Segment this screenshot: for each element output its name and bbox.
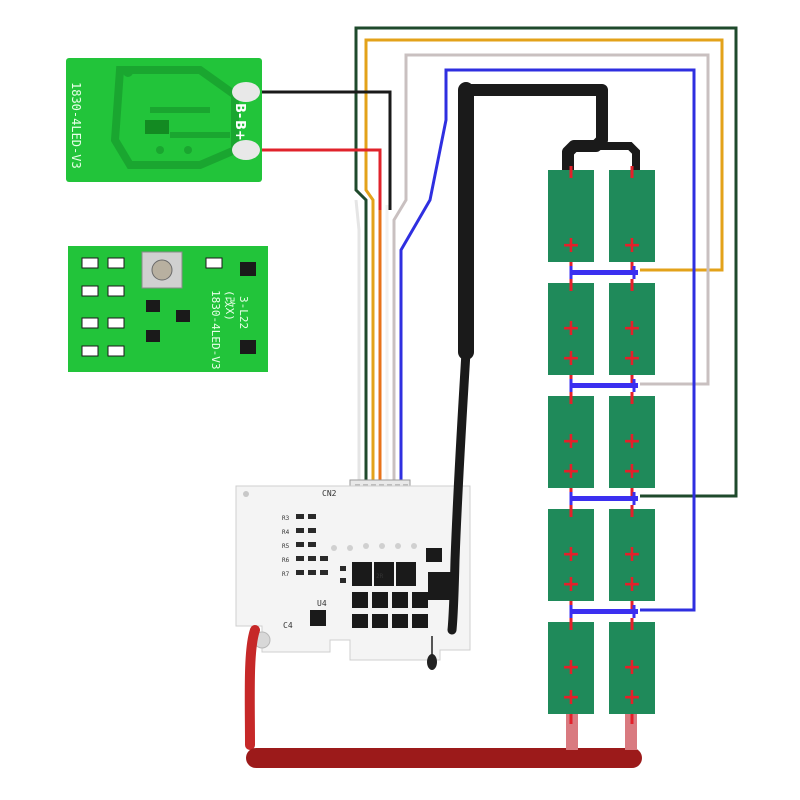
cell-bottom-terminal	[630, 262, 634, 272]
battery-cell	[609, 509, 655, 601]
cell-plus-marker: +	[562, 542, 580, 567]
battery-cell	[609, 622, 655, 714]
cell-plus-marker: +	[623, 233, 641, 258]
cell-plus-marker: +	[623, 429, 641, 454]
cell-top-terminal	[630, 279, 634, 291]
cell-top-terminal	[630, 392, 634, 404]
busbar-tab	[569, 379, 573, 392]
cell-plus-marker: +	[623, 685, 641, 710]
busbar-tab	[569, 605, 573, 618]
cell-plus-marker: +	[562, 346, 580, 371]
cell-top-terminal	[630, 618, 634, 630]
battery-cell	[548, 509, 594, 601]
busbar-tab	[632, 379, 636, 392]
main-negative-bar	[246, 708, 642, 768]
busbar-tab	[632, 266, 636, 279]
led-bottom-label-1: 1830-4LED-V3	[209, 290, 222, 369]
svg-text:R5: R5	[282, 543, 290, 550]
battery-cell	[609, 283, 655, 375]
cell-plus-marker: +	[623, 316, 641, 341]
battery-cell	[548, 283, 594, 375]
wire-dark-green	[354, 26, 738, 520]
battery-cell	[548, 622, 594, 714]
svg-text:R6: R6	[282, 557, 290, 564]
cell-plus-marker: +	[623, 346, 641, 371]
led-bottom-label-2: (改X)	[223, 290, 237, 321]
bms-c4-label: C4	[283, 621, 293, 630]
busbar-tab	[569, 492, 573, 505]
cell-bottom-terminal	[630, 488, 634, 498]
led-board-top: 1830-4LED-V3 B- B+	[66, 58, 262, 182]
busbar-tab	[569, 266, 573, 279]
svg-text:R3: R3	[282, 515, 290, 522]
cell-plus-marker: +	[623, 655, 641, 680]
cell-bottom-terminal	[569, 714, 573, 724]
cell-top-terminal	[630, 166, 634, 178]
cell-plus-marker: +	[623, 459, 641, 484]
main-black-wire	[447, 82, 640, 635]
cell-plus-marker: +	[562, 685, 580, 710]
wire-gray	[392, 53, 710, 520]
series-busbar	[570, 496, 638, 501]
led-board-bottom: 1830-4LED-V3 (改X) 3-L22	[68, 246, 268, 372]
cell-plus-marker: +	[623, 542, 641, 567]
cell-plus-marker: +	[562, 655, 580, 680]
cell-top-terminal	[569, 279, 573, 291]
led-bottom-label-3: 3-L22	[237, 296, 250, 329]
busbar-tab	[632, 492, 636, 505]
cell-plus-marker: +	[562, 572, 580, 597]
bms-board: CN2 U4 C4 R3 R4 R5 R6 R7	[235, 485, 471, 670]
bms-u4-label: U4	[317, 599, 327, 608]
cell-bottom-terminal	[630, 601, 634, 611]
balance-wires	[260, 26, 738, 612]
svg-text:R7: R7	[282, 571, 290, 578]
cell-bottom-terminal	[630, 375, 634, 385]
cell-top-terminal	[569, 505, 573, 517]
cell-top-terminal	[569, 166, 573, 178]
battery-cell	[609, 396, 655, 488]
bms-cap-label: 2R	[376, 573, 384, 580]
cell-top-terminal	[630, 505, 634, 517]
svg-text:R4: R4	[282, 529, 290, 536]
cell-top-terminal	[569, 392, 573, 404]
series-busbar	[570, 270, 638, 275]
cell-plus-marker: +	[623, 572, 641, 597]
cell-plus-marker: +	[562, 429, 580, 454]
wire-white-b	[354, 199, 361, 520]
wire-red-led	[260, 148, 382, 210]
busbar-tab	[632, 605, 636, 618]
pad-b-plus: B+	[232, 120, 247, 141]
cell-plus-marker: +	[562, 233, 580, 258]
bms-connector-label: CN2	[322, 489, 337, 498]
wire-black-led	[262, 90, 392, 210]
battery-cell	[609, 170, 655, 262]
cell-plus-marker: +	[562, 316, 580, 341]
battery-cell	[548, 396, 594, 488]
battery-cell	[548, 170, 594, 262]
pad-b-minus: B-	[232, 103, 247, 118]
series-busbar	[570, 383, 638, 388]
led-top-label: 1830-4LED-V3	[69, 82, 83, 169]
cell-plus-marker: +	[562, 459, 580, 484]
battery-pack: + + + + + + + + + + + + + + + + + +	[548, 166, 655, 724]
wire-yellow	[364, 38, 724, 520]
series-busbar	[570, 609, 638, 614]
bms-resistor-labels: R3 R4 R5 R6 R7	[282, 515, 290, 578]
cell-bottom-terminal	[630, 714, 634, 724]
main-red-wire	[244, 625, 260, 750]
wire-blue	[399, 68, 696, 612]
cell-top-terminal	[569, 618, 573, 630]
